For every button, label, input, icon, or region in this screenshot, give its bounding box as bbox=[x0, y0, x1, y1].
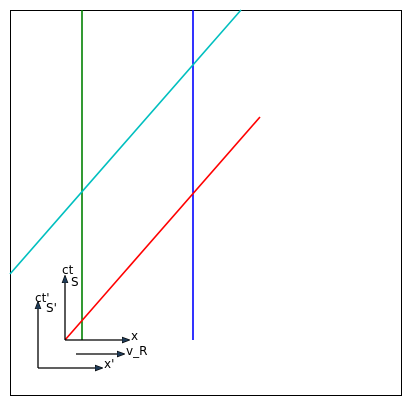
velocity-label: v_R bbox=[126, 344, 147, 358]
s-time-axis-label: ct bbox=[62, 263, 74, 277]
s-prime-space-axis-label: x' bbox=[104, 357, 114, 371]
cyan-worldline bbox=[9, 9, 242, 275]
plot-frame bbox=[10, 10, 402, 396]
s-space-axis-label: x bbox=[131, 329, 138, 343]
s-prime-time-axis-label: ct' bbox=[35, 291, 50, 305]
red-worldline bbox=[64, 116, 261, 341]
s-prime-frame-label: S' bbox=[46, 301, 57, 315]
s-frame-label: S bbox=[71, 275, 79, 289]
